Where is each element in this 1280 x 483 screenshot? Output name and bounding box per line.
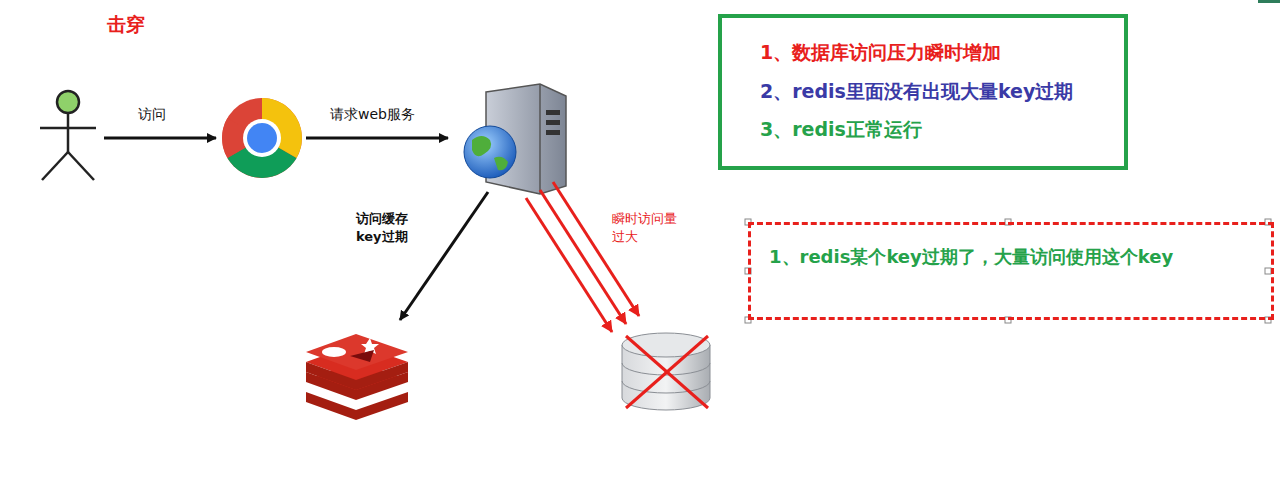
cause-box: 1、redis某个key过期了，大量访问使用这个key: [748, 222, 1274, 320]
burst-arrows: [526, 182, 639, 332]
arrow-label: 访问缓存 key过期: [356, 210, 420, 245]
corner-tab: [1258, 0, 1280, 3]
selection-handles: [745, 219, 1271, 323]
note-line: 1、redis某个key过期了，大量访问使用这个key: [769, 245, 1261, 268]
flow-arrow: [104, 137, 216, 140]
redis-icon: [306, 334, 408, 420]
flow-arrow: [306, 137, 448, 140]
note-line: 3、redis正常运行: [760, 117, 1114, 142]
arrow-label: 请求web服务: [330, 105, 415, 124]
note-line: 2、redis里面没有出现大量key过期: [760, 79, 1114, 104]
diagram-title: 击穿: [107, 12, 145, 38]
arrow-label: 瞬时访问量 过大: [612, 210, 684, 245]
browser-icon: [222, 98, 302, 178]
database-icon: [622, 333, 710, 410]
person-icon: [40, 91, 96, 180]
server-icon: [464, 84, 566, 194]
symptom-box: 1、数据库访问压力瞬时增加 2、redis里面没有出现大量key过期 3、redis…: [718, 14, 1128, 170]
note-line: 1、数据库访问压力瞬时增加: [760, 40, 1114, 65]
arrow-label: 访问: [138, 105, 166, 124]
